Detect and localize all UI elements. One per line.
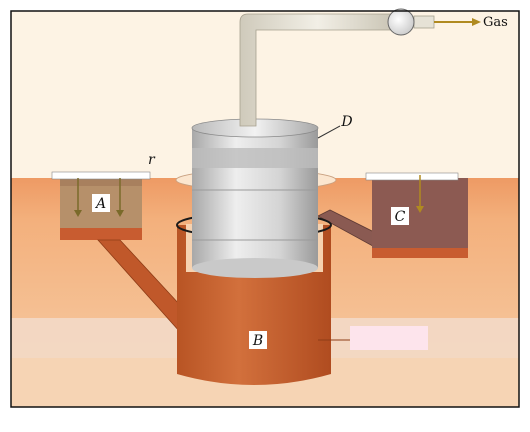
- outlet-pit-c-base: [372, 248, 468, 258]
- label-a: A: [94, 196, 106, 212]
- annotation-box: [350, 326, 428, 350]
- inlet-pit-a-cover: [51, 171, 151, 180]
- gas-pipe-outlet: [413, 15, 435, 29]
- gas-pipe: [239, 13, 396, 127]
- label-box-c: [391, 207, 409, 225]
- label-box-b: [249, 331, 267, 349]
- gas-valve: [387, 8, 415, 36]
- outlet-pit-c-cover: [365, 172, 459, 181]
- label-c: C: [395, 209, 406, 225]
- label-d-leader: [317, 125, 341, 139]
- inlet-arrow-left-head: [74, 210, 82, 217]
- gas-arrow-head: [472, 18, 481, 26]
- label-box-a: [92, 194, 110, 212]
- outlet-arrow-head: [416, 206, 424, 213]
- diagram-frame: [10, 10, 520, 408]
- inlet-pit-a-base: [60, 228, 142, 240]
- inlet-arrow-right-head: [116, 210, 124, 217]
- label-b: B: [252, 333, 263, 349]
- gas-holder-d-band: [192, 148, 318, 168]
- stray-letter: r: [148, 152, 156, 168]
- label-d: D: [340, 114, 352, 130]
- gas-holder-d-bottom: [192, 258, 318, 278]
- label-gas: Gas: [483, 15, 508, 30]
